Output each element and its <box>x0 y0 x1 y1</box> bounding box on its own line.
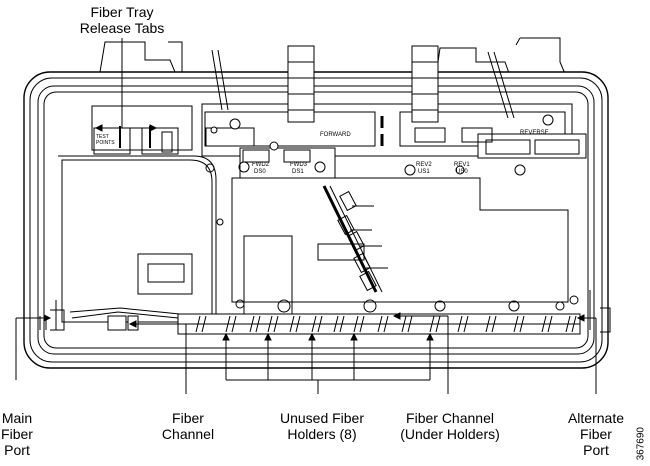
test-points-line2: POINTS <box>96 140 115 146</box>
callout-line: Main <box>1 410 33 426</box>
fiber-holder-clip <box>311 315 323 333</box>
rev2-label-line2: US1 <box>418 169 430 175</box>
fiber-holder-clip <box>249 315 261 333</box>
fiber-holder-clip <box>377 315 389 333</box>
fiber-holder-clip <box>353 315 365 333</box>
callout-line: Unused Fiber <box>279 410 365 426</box>
fiber-holders <box>195 315 577 333</box>
circuit-boards <box>91 103 587 179</box>
fiber-holder-clip <box>195 315 207 333</box>
fiber-holder-clip <box>565 315 577 333</box>
fiber-tray <box>50 155 217 331</box>
callout-line: Holders (8) <box>287 426 357 442</box>
test-points-line1: TEST <box>96 134 109 140</box>
callout-line: Port <box>4 442 30 458</box>
callout-line: Channel <box>161 426 215 442</box>
fwd3-label-line2: DS1 <box>292 169 304 175</box>
leader-lines <box>15 38 597 394</box>
callout-line: Fiber <box>172 410 204 426</box>
coax-cables <box>211 45 515 123</box>
fiber-holder-clip <box>225 315 237 333</box>
fwd2-label-line2: DS0 <box>254 169 266 175</box>
fiber-holder-clip <box>429 315 441 333</box>
callout-main-fiber-port: Main Fiber Port <box>0 410 34 458</box>
fiber-holder-clip <box>485 315 497 333</box>
rev1-label-line2: US0 <box>456 169 468 175</box>
callout-line: Fiber Tray <box>90 4 154 20</box>
callout-fiber-channel-under-holders: Fiber Channel (Under Holders) <box>392 410 508 442</box>
callout-line: (Under Holders) <box>400 426 500 442</box>
reverse-label: REVERSE <box>520 130 549 136</box>
fwd3-label-line1: FWD3 <box>290 162 308 168</box>
callout-line: Alternate <box>567 410 625 426</box>
callout-line: Fiber <box>1 426 33 442</box>
fiber-channel-strip <box>177 313 581 335</box>
fiber-holder-clip <box>267 315 279 333</box>
rev1-label-line1: REV1 <box>454 162 470 168</box>
fwd2-label-line1: FWD2 <box>252 162 270 168</box>
fiber-holder-clip <box>457 315 469 333</box>
callout-alternate-fiber-port: Alternate Fiber Port <box>562 410 630 458</box>
fiber-holder-clip <box>401 315 413 333</box>
callout-line: Fiber <box>580 426 612 442</box>
callout-fiber-channel: Fiber Channel <box>156 410 220 442</box>
fiber-splitter <box>322 185 388 293</box>
callout-line: Port <box>583 442 609 458</box>
callout-line: Release Tabs <box>79 20 165 36</box>
rev2-label-line1: REV2 <box>416 162 432 168</box>
fiber-holder-clip <box>333 315 345 333</box>
callout-line: Fiber Channel <box>406 410 494 426</box>
callout-fiber-tray-release-tabs: Fiber Tray Release Tabs <box>70 4 174 36</box>
fiber-holder-clip <box>289 315 301 333</box>
forward-label: FORWARD <box>320 132 351 138</box>
fiber-holder-clip <box>541 315 553 333</box>
fiber-holder-clip <box>513 315 525 333</box>
callout-unused-fiber-holders: Unused Fiber Holders (8) <box>270 410 374 442</box>
hinge-tabs <box>99 37 567 77</box>
figure-number: 367690 <box>635 427 646 461</box>
